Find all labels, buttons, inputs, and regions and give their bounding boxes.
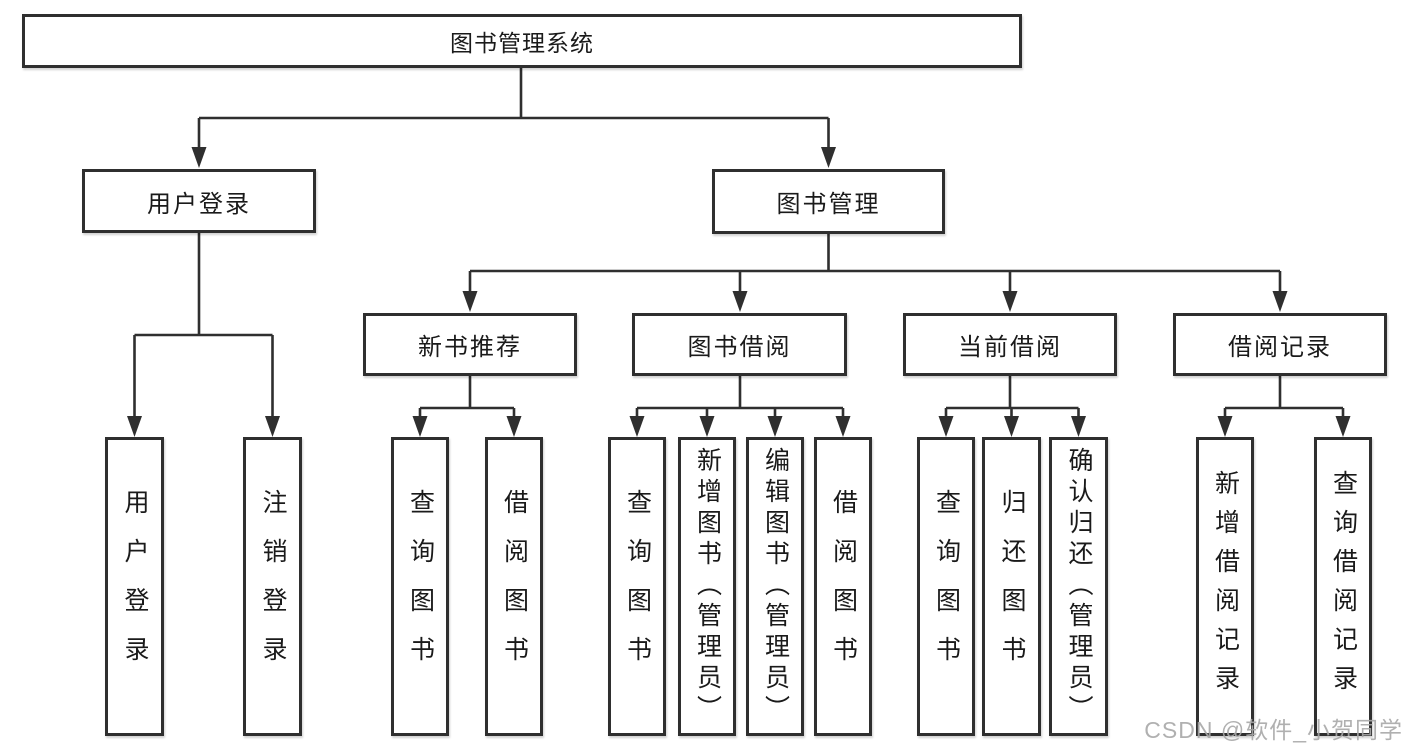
leaf-query-books-current: 查询图书 [917, 437, 975, 736]
node-new-book-recommend-label: 新书推荐 [418, 334, 522, 361]
node-new-book-recommend: 新书推荐 [363, 313, 577, 376]
node-user-login: 用户登录 [82, 169, 316, 233]
leaf-return-book: 归还图书 [982, 437, 1041, 736]
leaf-add-book-admin: 新增图书（管理员） [678, 437, 736, 736]
node-current-borrow-label: 当前借阅 [958, 334, 1062, 361]
node-book-borrow: 图书借阅 [632, 313, 847, 376]
leaf-user-login: 用户登录 [105, 437, 164, 736]
leaf-logout: 注销登录 [243, 437, 302, 736]
leaf-query-books-recommend-label: 查询图书 [406, 488, 435, 685]
leaf-borrow-books-recommend: 借阅图书 [485, 437, 543, 736]
leaf-borrow-books-recommend-label: 借阅图书 [500, 488, 529, 685]
leaf-add-borrow-record-label: 新增借阅记录 [1211, 469, 1240, 704]
leaf-confirm-return-admin-label: 确认归还（管理员） [1065, 447, 1093, 726]
node-user-login-label: 用户登录 [147, 190, 251, 218]
leaf-query-books-borrow-label: 查询图书 [623, 488, 652, 685]
leaf-borrow-books-label: 借阅图书 [829, 488, 858, 685]
node-book-management-label: 图书管理 [776, 191, 881, 218]
connector-paths [133, 68, 1345, 420]
leaf-edit-book-admin-label: 编辑图书（管理员） [761, 447, 790, 726]
leaf-add-book-admin-label: 新增图书（管理员） [693, 447, 722, 726]
leaf-query-books-current-label: 查询图书 [932, 488, 961, 685]
node-borrow-records-label: 借阅记录 [1228, 334, 1332, 361]
root-node: 图书管理系统 [22, 14, 1022, 68]
leaf-return-book-label: 归还图书 [998, 488, 1026, 685]
leaf-add-borrow-record: 新增借阅记录 [1196, 437, 1254, 736]
leaf-borrow-books: 借阅图书 [814, 437, 872, 736]
node-book-borrow-label: 图书借阅 [687, 334, 792, 361]
node-current-borrow: 当前借阅 [903, 313, 1117, 376]
leaf-user-login-label: 用户登录 [121, 488, 149, 685]
leaf-logout-label: 注销登录 [259, 488, 287, 685]
root-node-label: 图书管理系统 [450, 30, 594, 56]
connector-arrowheads [127, 147, 1351, 437]
leaf-query-borrow-record: 查询借阅记录 [1314, 437, 1372, 736]
node-borrow-records: 借阅记录 [1173, 313, 1387, 376]
leaf-confirm-return-admin: 确认归还（管理员） [1049, 437, 1108, 736]
leaf-query-books-borrow: 查询图书 [608, 437, 666, 736]
watermark: CSDN @软件_小贺同学 [1144, 717, 1403, 743]
leaf-query-borrow-record-label: 查询借阅记录 [1329, 469, 1358, 704]
leaf-query-books-recommend: 查询图书 [391, 437, 449, 736]
leaf-edit-book-admin: 编辑图书（管理员） [746, 437, 804, 736]
node-book-management: 图书管理 [712, 169, 945, 234]
